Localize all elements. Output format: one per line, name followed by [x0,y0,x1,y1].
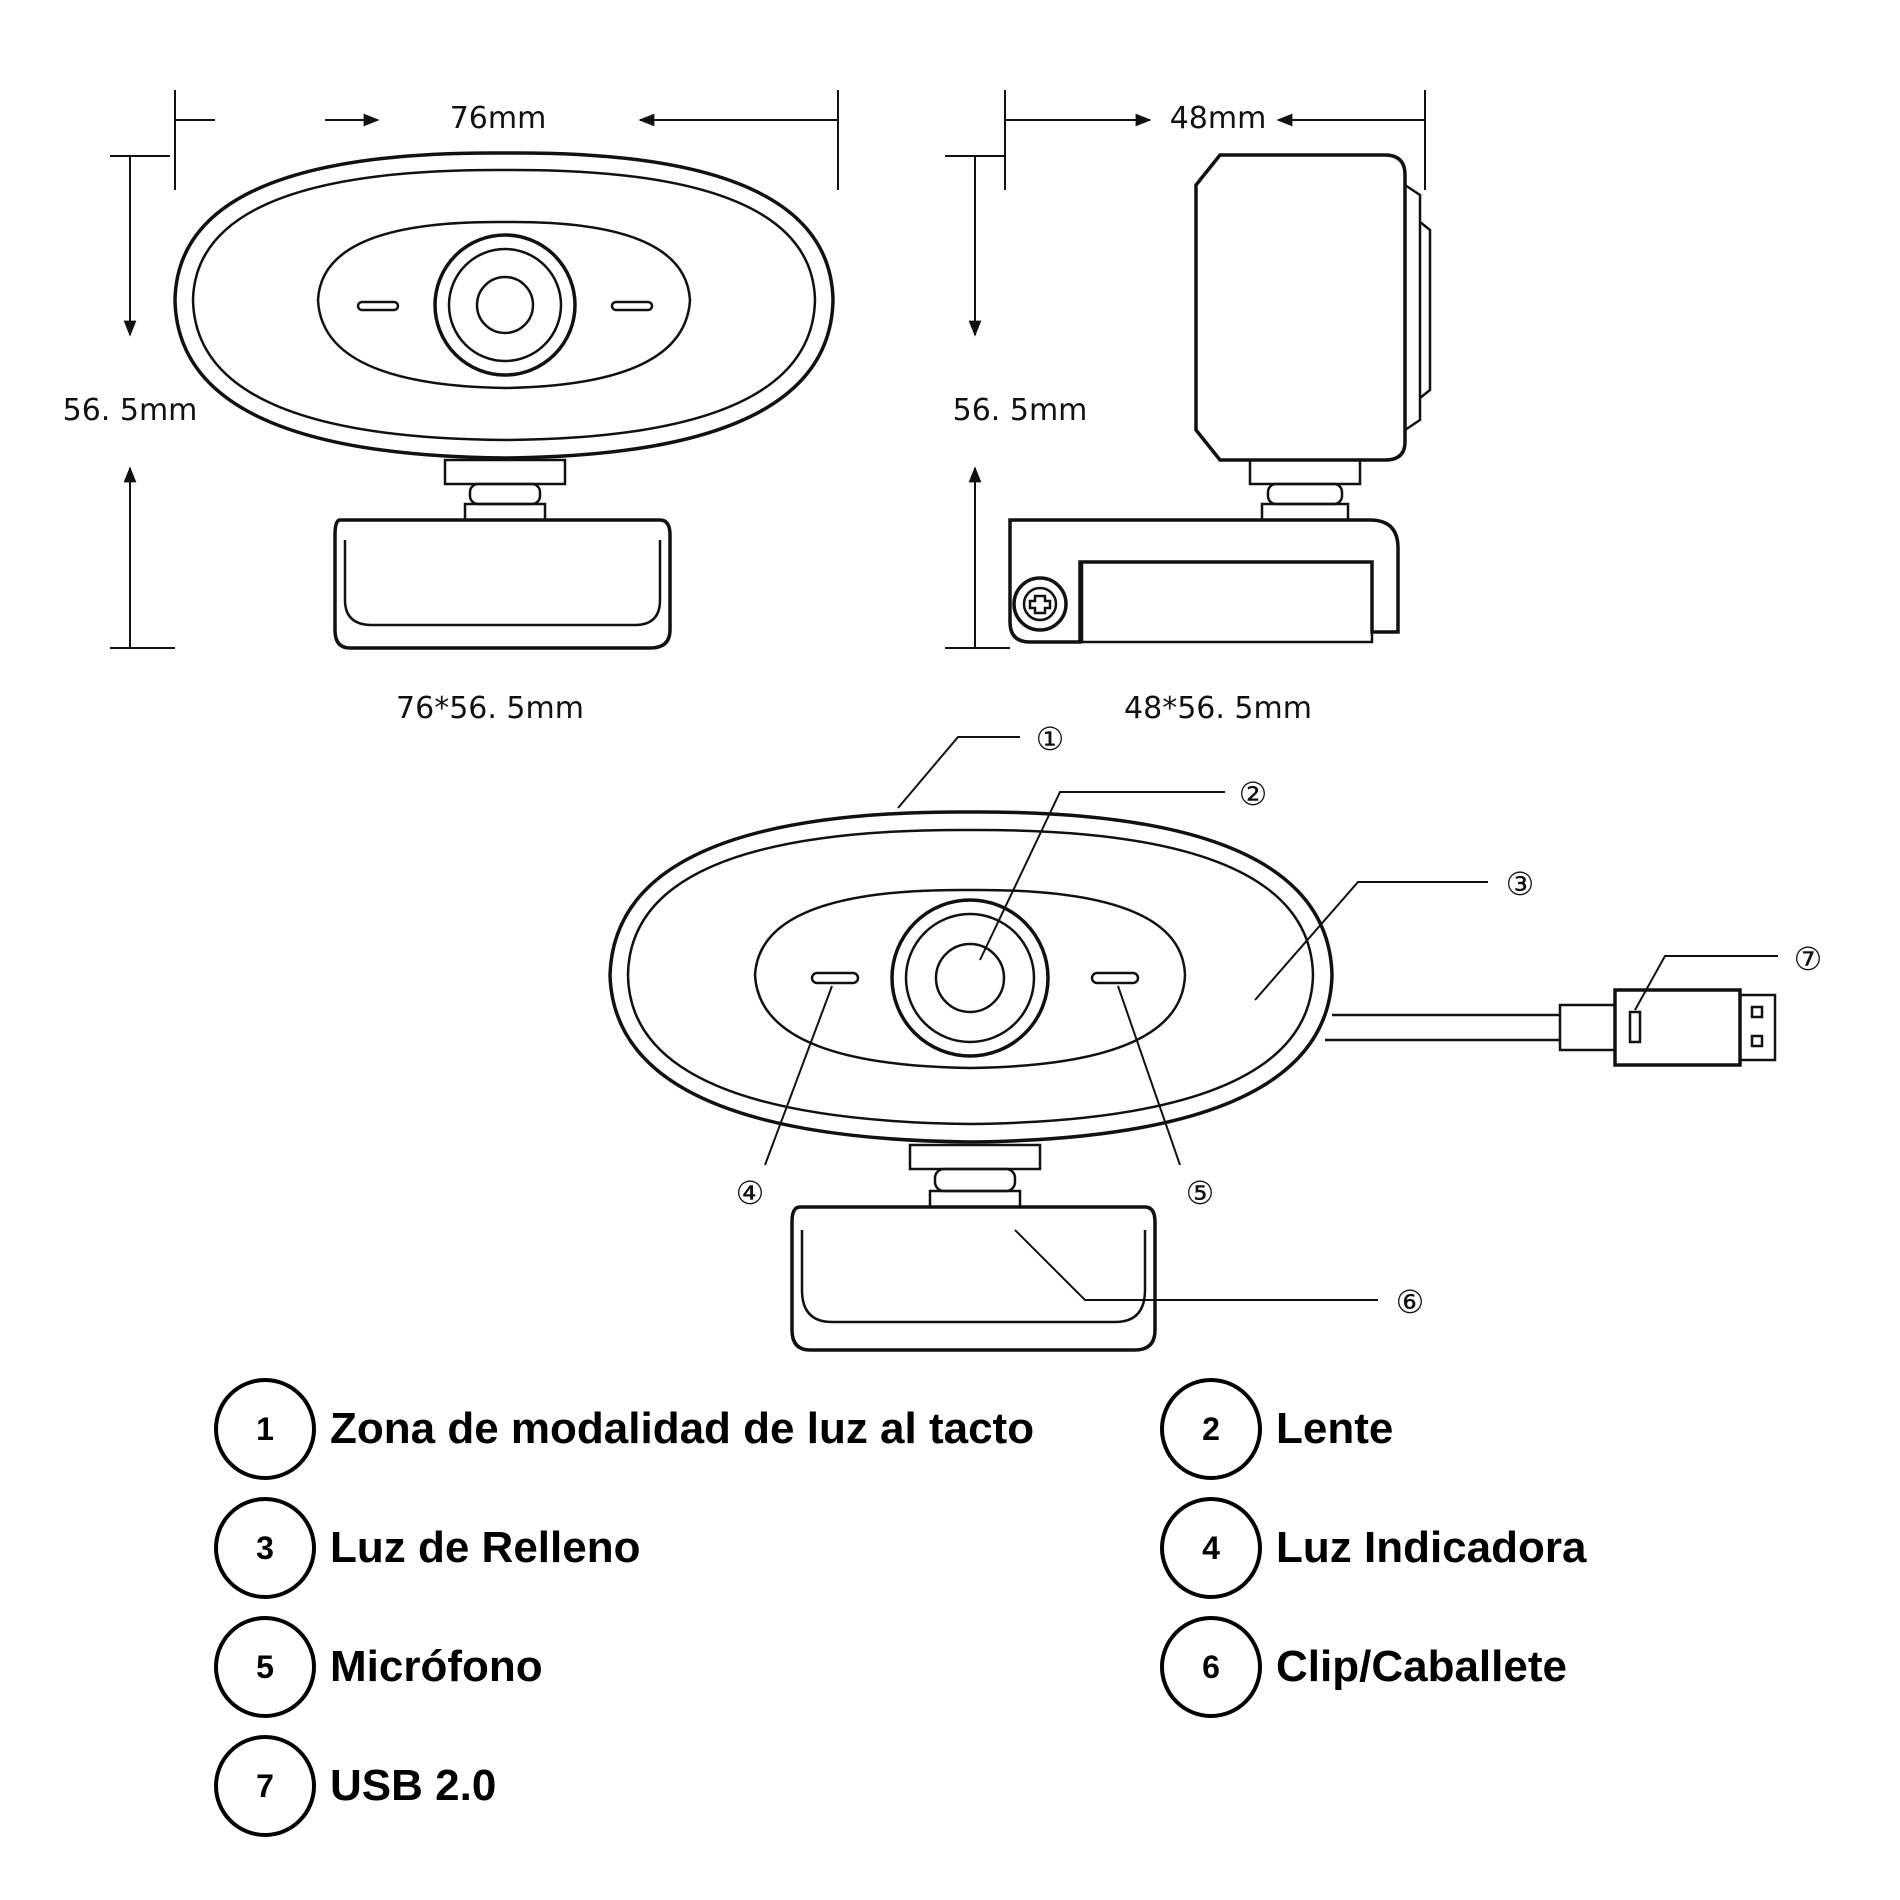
front-hinge-top [443,458,567,486]
usb-plug-body [1613,988,1742,1067]
callout-marker-7: ⑦ [1794,940,1823,978]
front-lens-ring-outer [433,233,577,377]
legend-number-circle: 3 [214,1497,316,1599]
front-height-label: 56. 5mm [63,393,198,428]
legend-item-2: 2 Lente [1160,1378,1393,1480]
usb-contact-2 [1750,1034,1764,1048]
legend-item-3: 3 Luz de Relleno [214,1497,640,1599]
callout-marker-2: ② [1239,775,1268,813]
callout-lens-ring-outer [890,898,1050,1058]
usb-marker [1628,1010,1642,1044]
legend-number-circle: 1 [214,1378,316,1480]
side-hinge-joint [1266,482,1344,506]
callout-hinge-neck [928,1189,1022,1209]
leader-3 [1254,881,1488,1001]
legend-item-1: 1 Zona de modalidad de luz al tacto [214,1378,1034,1480]
side-screw-cross [1028,594,1052,615]
usb-strain-relief [1558,1003,1617,1052]
side-clip [1008,518,1400,644]
leader-5 [1117,985,1181,1166]
legend-label: Clip/Caballete [1276,1642,1567,1691]
usb-plug-tip [1738,993,1777,1062]
usb-contact-1 [1750,1005,1764,1019]
callout-body-outer [608,810,1334,1144]
front-hinge-joint [468,482,542,506]
side-clip-screw-outer [1012,576,1068,632]
front-lens-ring-inner [447,247,563,363]
front-width-label: 76mm [450,101,547,136]
front-base [333,518,672,650]
legend-label: Luz de Relleno [330,1523,641,1572]
front-hinge-neck [463,502,547,522]
side-depth-label: 48mm [1170,101,1267,136]
leader-7 [1634,955,1778,1011]
front-base-inner [343,540,662,627]
side-view: 48mm 56. 5mm 48*56. 5mm [945,90,1432,726]
side-hinge-top [1248,458,1362,486]
legend-number-circle: 5 [214,1616,316,1718]
legend-label: Lente [1276,1404,1394,1453]
callout-body-inner [626,828,1315,1126]
callout-base-inner [800,1230,1147,1324]
front-lens-glass [475,275,535,335]
front-view: 76mm 56. 5mm 76*56. 5mm [63,90,839,726]
callout-hinge-joint [933,1167,1017,1193]
side-height-label: 56. 5mm [953,393,1088,428]
leader-4 [764,985,833,1166]
legend-label: USB 2.0 [330,1761,497,1810]
callout-lens-ring-inner [904,912,1036,1044]
legend-label: Luz Indicadora [1276,1523,1587,1572]
legend-number-circle: 7 [214,1735,316,1837]
legend-number-circle: 2 [1160,1378,1262,1480]
callout-mic-slot [1090,971,1140,985]
front-caption: 76*56. 5mm [396,691,584,726]
callout-lens-glass [934,942,1006,1014]
front-mic-slot [610,300,654,312]
leader-1 [897,736,1020,809]
legend-number-circle: 4 [1160,1497,1262,1599]
side-clip-body [1080,560,1374,644]
legend-item-5: 5 Micrófono [214,1616,543,1718]
callout-marker-4: ④ [736,1174,765,1212]
legend-number-circle: 6 [1160,1616,1262,1718]
side-lens-front [1419,221,1432,399]
side-caption: 48*56. 5mm [1124,691,1312,726]
legend-item-6: 6 Clip/Caballete [1160,1616,1567,1718]
side-clip-screw-inner [1022,586,1058,622]
side-lens-bezel [1404,183,1422,432]
legend-item-7: 7 USB 2.0 [214,1735,496,1837]
callout-marker-6: ⑥ [1396,1283,1425,1321]
leader-6 [1014,1229,1378,1301]
side-hinge-neck [1260,502,1350,522]
legend-item-4: 4 Luz Indicadora [1160,1497,1586,1599]
front-body-outer [173,151,835,460]
front-indicator-slot [356,300,400,312]
leader-2 [979,791,1225,961]
callout-marker-3: ③ [1506,865,1535,903]
side-body [1194,153,1407,462]
callout-indicator-slot [810,971,860,985]
callout-view: ① ② ③ ④ ⑤ ⑥ ⑦ [608,720,1823,1352]
legend-label: Zona de modalidad de luz al tacto [330,1404,1035,1453]
callout-lens-panel [753,888,1187,1070]
front-body-inner [191,168,817,442]
callout-base [790,1205,1157,1352]
callout-hinge-top [908,1143,1042,1171]
legend-label: Micrófono [330,1642,543,1691]
callout-marker-5: ⑤ [1186,1174,1215,1212]
front-lens-panel [316,220,692,390]
callout-marker-1: ① [1036,720,1065,758]
